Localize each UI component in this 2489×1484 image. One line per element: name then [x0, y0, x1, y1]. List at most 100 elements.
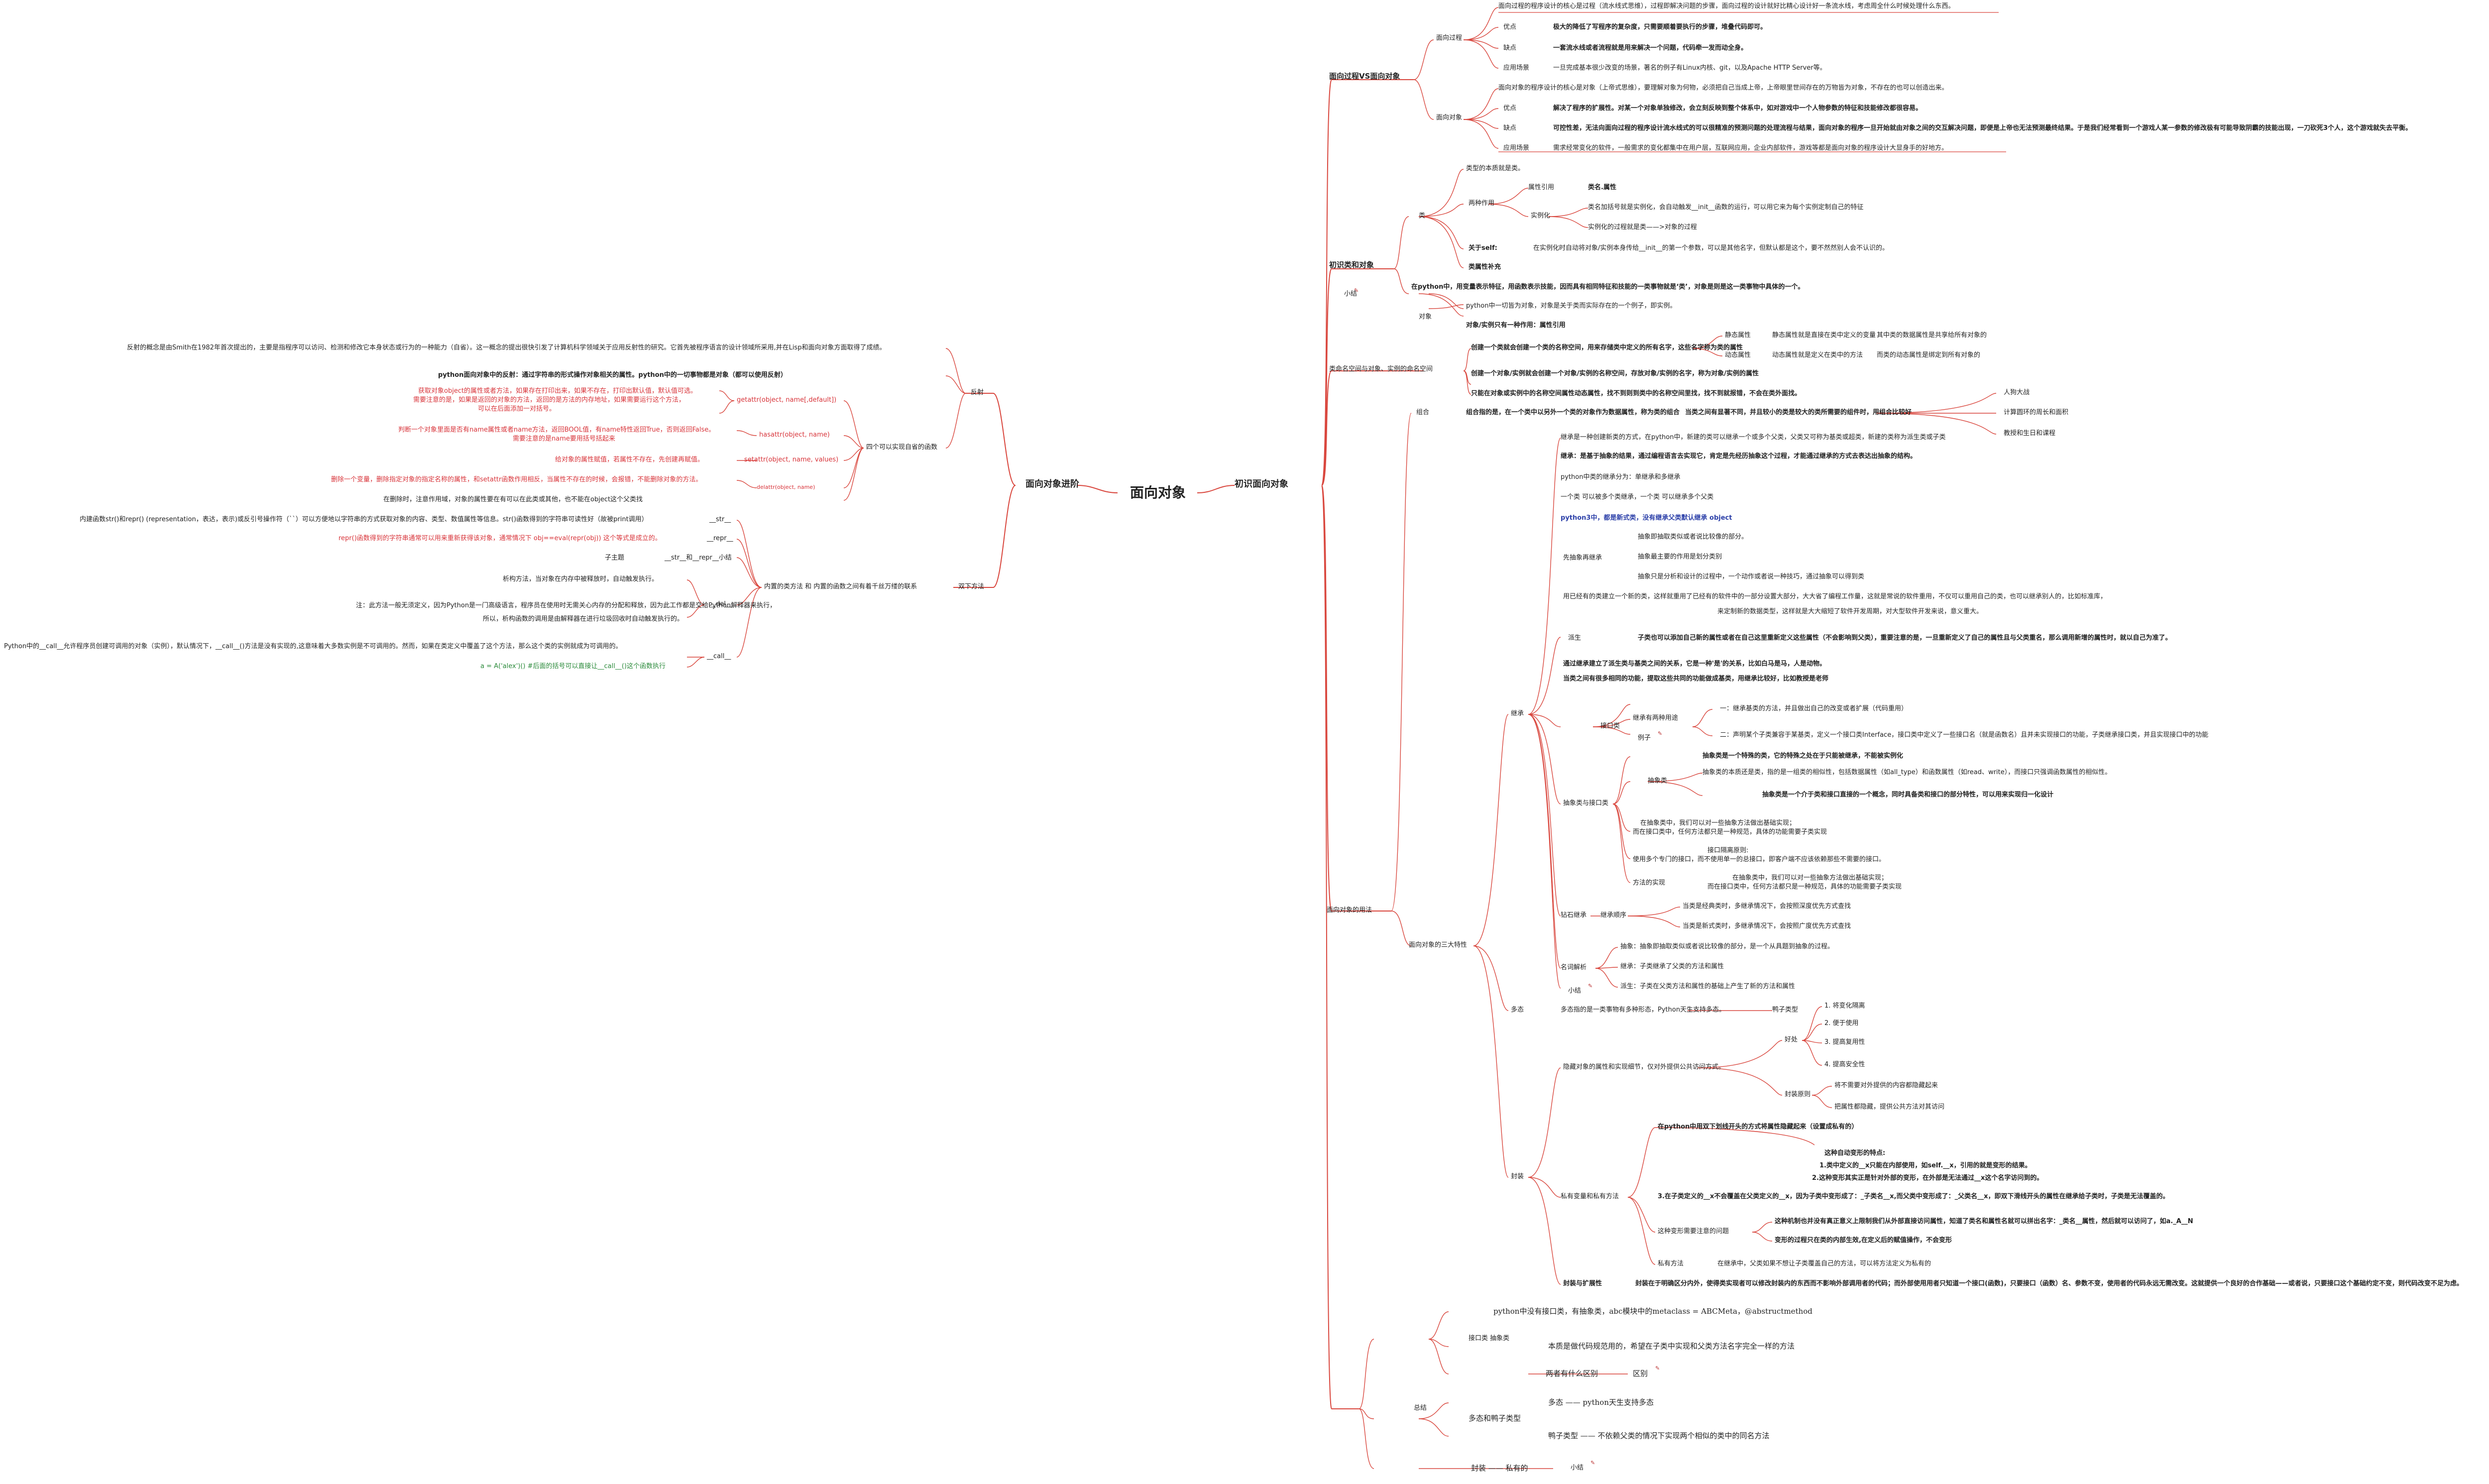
object-key[interactable]: 对象	[1419, 313, 1432, 321]
terms-3: 派生：子类在父类方法和属性的基础上产生了新的方法和属性	[1620, 983, 1796, 990]
hasattr-1: 判断一个对象里面是否有name属性或者name方法，返回BOOL值，有name特…	[398, 426, 715, 434]
inherit-1: 继承：是基于抽象的结果，通过编程语言去实现它，肯定是先经历抽象这个过程，才能通过…	[1561, 453, 1917, 460]
four-functions[interactable]: 四个可以实现自省的函数	[866, 444, 938, 451]
abstract-2: 抽象最主要的作用是划分类别	[1638, 553, 1722, 561]
sub-key: 子主题	[605, 554, 625, 562]
encap-key[interactable]: 封装	[1511, 1173, 1524, 1180]
poly-val: 多态指的是一类事物有多种形态，Python天生支持多态。	[1561, 1006, 1726, 1014]
call-example: a = A('alex')() #后面的括号可以直接让__call__()这个函…	[480, 663, 666, 670]
branch-oop-advanced[interactable]: 面向对象进阶	[1025, 479, 1079, 489]
node-three-pillars[interactable]: 面向对象的三大特性	[1409, 941, 1468, 949]
repr-val: repr()函数得到的字符串通常可以用来重新获得该对象，通常情况下 obj==e…	[339, 535, 662, 542]
proc-pros-key: 优点	[1503, 23, 1517, 31]
private-1: 1.类中定义的__x只能在内部使用，如self.__x，引用的就是变形的结果。	[1819, 1162, 2032, 1169]
multi-1a: 接口隔离原则:	[1707, 847, 1749, 854]
combo-val: 组合指的是，在一个类中以另外一个类的对象作为数据属性，称为类的组合	[1466, 409, 1680, 416]
dyn-note: 而类的动态属性是绑定到所有对象的	[1877, 351, 1981, 359]
multi-1b: 使用多个专门的接口，而不使用单一的总接口，即客户端不应该依赖那些不需要的接口。	[1633, 856, 1886, 863]
attr-ref-val: 类名.属性	[1588, 184, 1616, 191]
hasattr-2: 需要注意的是name要用括号括起来	[513, 435, 615, 443]
instantiate-key: 实例化	[1531, 212, 1551, 220]
call-val: Python中的__call__允许程序员创建可调用的对象（实例），默认情况下，…	[4, 643, 622, 650]
root-node[interactable]: 面向对象	[1130, 484, 1186, 501]
attr-ref-key: 属性引用	[1528, 184, 1555, 191]
order-1: 当类是经典类时，多继承情况下，会按照深度优先方式查找	[1683, 903, 1851, 910]
abs-3a: 在抽象类中，我们可以对一些抽象方法做出基础实现；	[1640, 819, 1796, 827]
impl-b: 而在接口类中，任何方法都只是一种规范，具体的功能需要子类实现	[1707, 883, 1902, 891]
private-method-val: 在继承中，父类如果不想让子类覆盖自己的方法，可以将方法定义为私有的	[1717, 1260, 1931, 1267]
node-proc[interactable]: 面向过程	[1436, 34, 1463, 42]
iface-key[interactable]: 接口类	[1600, 722, 1620, 730]
node-class-object[interactable]: 初识类和对象	[1329, 260, 1374, 269]
private-p2: 变形的过程只在类的内部生效,在定义后的赋值操作，不会变形	[1775, 1237, 1952, 1244]
terms-key[interactable]: 名词解析	[1561, 964, 1587, 971]
private-feat: 这种自动变形的特点:	[1824, 1149, 1886, 1157]
combo-key[interactable]: 组合	[1416, 409, 1430, 416]
small-key[interactable]: 小结	[1568, 987, 1582, 995]
obj-pros: 解决了程序的扩展性。对某一个对象单独修改，会立刻反映到整个体系中，如对游戏中一个…	[1553, 105, 1923, 112]
node-namespace[interactable]: 类命名空间与对象、实例的命名空间	[1329, 365, 1433, 373]
obj-cons-key: 缺点	[1503, 124, 1517, 132]
private-p1: 这种机制也并没有真正意义上限制我们从外部直接访问属性，知道了类名和属性名就可以拼…	[1775, 1218, 2193, 1225]
node-class[interactable]: 类	[1419, 212, 1426, 220]
inh-rel-2: 当类之间有很多相同的功能，提取这些共同的功能做成基类，用继承比较好，比如教授是老…	[1563, 675, 1829, 683]
delattr-note: 在删除时，注意作用域，对象的属性要在有可以在此类或其他，也不能在object这个…	[383, 496, 643, 503]
abc-key[interactable]: 接口类 抽象类	[1469, 1335, 1510, 1342]
iface-sub: 继承有两种用途	[1633, 714, 1679, 722]
diamond-key[interactable]: 钻石继承	[1561, 912, 1587, 919]
abstract-first-key: 先抽象再继承	[1563, 554, 1602, 562]
instantiate-2: 实例化的过程就是类——>对象的过程	[1588, 224, 1697, 231]
benefit-3: 3. 提高复用性	[1824, 1038, 1865, 1046]
object-1: python中一切皆为对象，对象是关于类而实际存在的一个例子，即实例。	[1466, 302, 1677, 310]
benefit-1: 1. 将变化隔离	[1824, 1002, 1865, 1010]
abs-iface-key[interactable]: 抽象类与接口类	[1563, 799, 1609, 807]
combo-when: 当类之间有显著不同，并且较小的类是较大的类所需要的组件时，用组合比较好	[1685, 409, 1912, 416]
derive-val: 子类也可以添加自己新的属性或者在自己这里重新定义这些属性（不会影响到父类），重要…	[1638, 634, 2172, 642]
reflect-key[interactable]: 反射	[971, 389, 984, 396]
setattr-key: setattr(object, name, values)	[744, 456, 839, 463]
abs-key2: 抽象类	[1648, 777, 1668, 785]
iface-example[interactable]: 例子	[1638, 734, 1651, 742]
order-2: 当类是新式类时，多继承情况下，会按照广度优先方式查找	[1683, 922, 1851, 930]
private-key: 私有变量和私有方法	[1561, 1193, 1619, 1200]
proc-scene: 一旦完成基本很少改变的场景，著名的例子有Linux内核、git，以及Apache…	[1553, 64, 1826, 72]
poly-sum-key[interactable]: 多态和鸭子类型	[1469, 1414, 1521, 1423]
node-summary[interactable]: 总结	[1414, 1404, 1427, 1412]
node-proc-vs-obj[interactable]: 面向过程VS面向对象	[1329, 72, 1400, 81]
ns-c: 只能在对象或实例中的名称空间属性动态属性，找不到则到类中的名称空间里找，找不到就…	[1471, 390, 1802, 397]
note-icon: ✎	[1658, 730, 1663, 737]
obj-scene-key: 应用场景	[1503, 144, 1530, 152]
inherit-4: python3中，都是新式类，没有继承父类默认继承 object	[1561, 514, 1732, 522]
builtin-key[interactable]: 双下方法	[958, 583, 985, 590]
private-prob-key: 这种变形需要注意的问题	[1658, 1228, 1729, 1235]
combo-eg-1: 人狗大战	[2004, 389, 2030, 396]
dyn-val: 动态属性就是定义在类中的方法	[1772, 351, 1863, 359]
abc-2: 本质是做代码规范用的，希望在子类中实现和父类方法名字完全一样的方法	[1548, 1342, 1795, 1351]
poly-key[interactable]: 多态	[1511, 1006, 1524, 1014]
abs-2: 抽象类是一个介于类和接口直接的一个概念，同时具备类和接口的部分特性，可以用来实现…	[1762, 791, 2054, 799]
dyn-key: 动态属性	[1725, 351, 1751, 359]
enc-sum-small[interactable]: 小结	[1571, 1464, 1584, 1472]
principle-2: 把属性都隐藏，提供公共方法对其访问	[1834, 1103, 1945, 1111]
note-icon: ✎	[1588, 983, 1593, 989]
inherit-key[interactable]: 继承	[1511, 710, 1524, 717]
class-attr-extra: 类属性补充	[1469, 263, 1501, 271]
summary-key[interactable]: 小结	[1344, 290, 1358, 298]
ext-val: 封装在于明确区分内外，使得类实现者可以修改封装内的东西而不影响外部调用者的代码；…	[1635, 1280, 2463, 1287]
hide-key: 隐藏对象的属性和实现细节，仅对外提供公共访问方式。	[1563, 1063, 1725, 1071]
note-icon: ✎	[1590, 1460, 1595, 1466]
principle-1: 将不需要对外提供的内容都隐藏起来	[1834, 1082, 1938, 1089]
getattr-3: 可以在后面添加一对括号。	[478, 405, 556, 413]
private-3: 3.在子类定义的__x不会覆盖在父类定义的__x，因为子类中变形成了：_子类名_…	[1658, 1193, 2169, 1200]
inherit-3: 一个类 可以被多个类继承，一个类 可以继承多个父类	[1561, 493, 1714, 501]
enc-sum-key[interactable]: 封装 —— 私有的	[1471, 1464, 1528, 1473]
inh-rel-1: 通过继承建立了派生类与基类之间的关系，它是一种'是'的关系，比如白马是马，人是动…	[1563, 660, 1826, 668]
diff-val[interactable]: 区别	[1633, 1369, 1648, 1378]
obj-pros-key: 优点	[1503, 105, 1517, 112]
node-obj[interactable]: 面向对象	[1436, 114, 1463, 121]
branch-intro-oop[interactable]: 初识面向对象	[1235, 479, 1288, 489]
del-key: __del__	[709, 600, 732, 608]
node-usage[interactable]: 面向对象的用法	[1327, 907, 1372, 914]
object-2: 对象/实例只有一种作用：属性引用	[1466, 322, 1566, 329]
reflect-desc: 反射的概念是由Smith在1982年首次提出的，主要是指程序可以访问、检测和修改…	[127, 344, 886, 351]
